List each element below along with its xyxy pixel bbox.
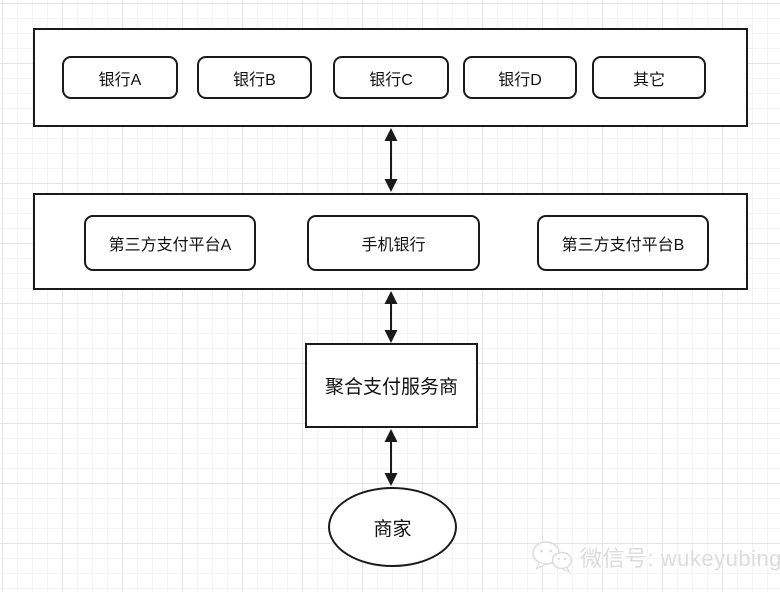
double-arrow-icon	[384, 291, 398, 343]
node-bank-a: 银行A	[62, 56, 178, 99]
node-aggregator-label: 聚合支付服务商	[324, 377, 458, 398]
bank-layer-container: 银行A 银行B 银行C 银行D 其它	[33, 28, 748, 127]
wechat-icon	[532, 541, 573, 574]
node-third-party-platform-b: 第三方支付平台B	[537, 215, 709, 271]
node-bank-other-label: 其它	[632, 71, 665, 89]
watermark-text: 微信号: wukeyubing	[580, 546, 780, 571]
node-third-party-platform-a-label: 第三方支付平台A	[108, 237, 232, 254]
double-arrow-icon	[384, 128, 398, 192]
node-third-party-platform-a: 第三方支付平台A	[84, 215, 256, 271]
arrow-platforms-aggregator	[383, 291, 399, 343]
node-aggregator: 聚合支付服务商	[305, 343, 478, 428]
arrow-aggregator-merchant	[383, 429, 399, 486]
node-mobile-banking: 手机银行	[307, 215, 480, 271]
double-arrow-icon	[384, 429, 398, 486]
node-bank-d-label: 银行D	[498, 71, 542, 89]
node-mobile-banking-label: 手机银行	[361, 237, 426, 254]
node-bank-a-label: 银行A	[98, 71, 142, 89]
node-bank-c-label: 银行C	[369, 71, 413, 89]
node-bank-other: 其它	[592, 56, 706, 99]
watermark: 微信号: wukeyubing	[531, 540, 780, 574]
platform-layer-container: 第三方支付平台A 手机银行 第三方支付平台B	[33, 193, 748, 290]
node-merchant: 商家	[328, 487, 457, 567]
node-bank-b-label: 银行B	[233, 71, 276, 89]
node-third-party-platform-b-label: 第三方支付平台B	[561, 237, 685, 254]
node-bank-d: 银行D	[463, 56, 577, 99]
node-merchant-label: 商家	[373, 518, 412, 540]
node-bank-b: 银行B	[197, 56, 312, 99]
node-bank-c: 银行C	[333, 56, 449, 99]
arrow-banks-platforms	[383, 128, 399, 192]
